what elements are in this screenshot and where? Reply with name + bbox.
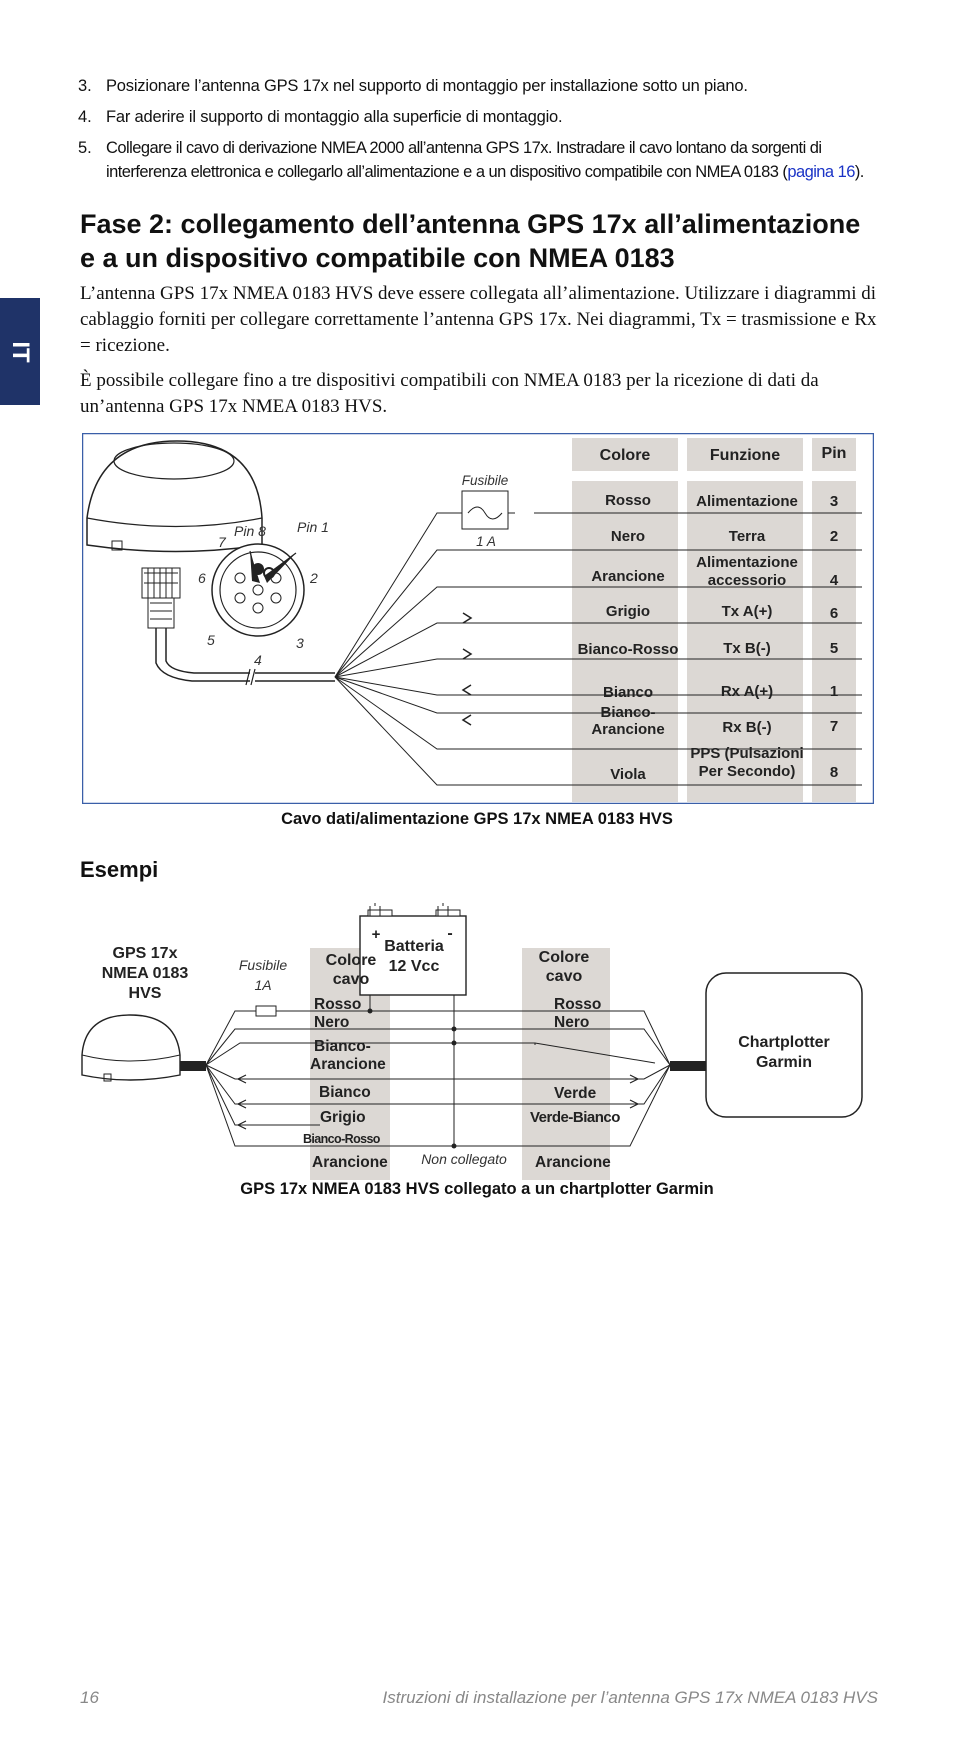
left-col-header: cavo — [333, 971, 370, 988]
left-color: Rosso — [314, 996, 361, 1013]
right-color: Verde-Bianco — [530, 1109, 620, 1126]
row-pin: 2 — [830, 528, 838, 545]
row-function: Rx A(+) — [721, 683, 773, 700]
row-function: Alimentazione — [696, 493, 798, 510]
row-function: accessorio — [708, 572, 786, 589]
wires — [205, 995, 671, 1147]
intro-paragraph: L’antenna GPS 17x NMEA 0183 HVS deve ess… — [80, 283, 877, 356]
battery-minus: - — [447, 925, 452, 942]
row-color: Arancione — [591, 721, 664, 738]
fuse-value: 1 A — [476, 534, 496, 549]
right-color: Arancione — [535, 1154, 611, 1171]
device-label: NMEA 0183 — [102, 965, 189, 982]
step-5: 5. Collegare il cavo di derivazione NMEA… — [78, 139, 864, 181]
chartplotter-garmin — [705, 972, 863, 1118]
row-color: Bianco- — [600, 704, 655, 721]
page-number: 16 — [80, 1688, 99, 1707]
right-color: Verde — [554, 1085, 597, 1102]
chartplotter-label: Garmin — [756, 1054, 812, 1071]
pin6-label: 6 — [198, 570, 206, 586]
pin2-label: 2 — [309, 570, 318, 586]
row-color: Bianco-Rosso — [578, 641, 679, 658]
row-color: Viola — [610, 766, 646, 783]
row-pin: 3 — [830, 493, 838, 510]
left-col-header: Colore — [326, 952, 377, 969]
section-heading: Fase 2: collegamento dell’antenna GPS 17… — [80, 209, 861, 273]
row-color: Nero — [611, 528, 645, 545]
row-function: Tx B(-) — [723, 640, 771, 657]
left-color: Bianco- — [314, 1038, 371, 1055]
right-color-column-bg — [522, 948, 610, 1180]
battery — [359, 915, 467, 996]
row-color: Bianco — [603, 684, 653, 701]
row-function: Rx B(-) — [722, 719, 771, 736]
header-function: Funzione — [710, 447, 780, 464]
fuse-label: Fusibile — [239, 957, 287, 973]
installation-steps: 3. Posizionare l’antenna GPS 17x nel sup… — [78, 74, 878, 191]
pin5-label: 5 — [207, 632, 215, 648]
device-label: GPS 17x — [113, 945, 178, 962]
footer-title: Istruzioni di installazione per l’antenn… — [382, 1688, 878, 1707]
right-col-header: cavo — [546, 968, 583, 985]
function-column-bg — [687, 438, 803, 802]
right-color: Nero — [554, 1014, 589, 1031]
row-pin: 7 — [830, 718, 838, 735]
cable-pinout-diagram: Colore Funzione Pin Pin 8 Pin 1 7 — [82, 433, 874, 804]
antenna-base-icon — [111, 540, 123, 551]
device-label: HVS — [129, 985, 162, 1002]
diagram1-caption: Cavo dati/alimentazione GPS 17x NMEA 018… — [281, 810, 673, 828]
step-3: 3. Posizionare l’antenna GPS 17x nel sup… — [78, 77, 748, 95]
row-pin: 6 — [830, 605, 838, 622]
row-pin: 4 — [830, 572, 839, 589]
fuse-value: 1A — [254, 977, 271, 993]
devices-paragraph: È possibile collegare fino a tre disposi… — [80, 370, 819, 417]
row-function: Per Secondo) — [699, 763, 796, 780]
row-pin: 1 — [830, 683, 838, 700]
page-link[interactable]: pagina 16 — [787, 163, 855, 181]
battery-label: 12 Vcc — [389, 958, 440, 975]
header-pin: Pin — [822, 445, 847, 462]
row-pin: 8 — [830, 764, 838, 781]
row-function: Terra — [729, 528, 766, 545]
pin-column-bg — [812, 438, 856, 802]
row-function: Tx A(+) — [722, 603, 773, 620]
left-color: Bianco — [319, 1084, 371, 1101]
battery-label: Batteria — [384, 938, 444, 955]
row-function: PPS (Pulsazioni — [690, 745, 803, 762]
color-column-bg — [572, 438, 678, 802]
chartplotter-label: Chartplotter — [738, 1034, 830, 1051]
pin4-label: 4 — [254, 652, 262, 668]
row-color: Grigio — [606, 603, 650, 620]
row-function: Alimentazione — [696, 554, 798, 571]
examples-heading: Esempi — [80, 857, 159, 882]
pin1-label: Pin 1 — [297, 519, 329, 535]
right-color: Rosso — [554, 996, 601, 1013]
left-color: Nero — [314, 1014, 349, 1031]
step-4: 4. Far aderire il supporto di montaggio … — [78, 108, 563, 126]
row-color: Rosso — [605, 492, 651, 509]
left-color: Arancione — [310, 1056, 386, 1073]
row-color: Arancione — [591, 568, 664, 585]
example-wiring-diagram: GPS 17x NMEA 0183 HVS Fusibile 1A + - Ba… — [81, 903, 863, 1180]
wire-fan — [334, 512, 862, 786]
not-connected-label: Non collegato — [421, 1151, 507, 1167]
diagram2-caption: GPS 17x NMEA 0183 HVS collegato a un cha… — [240, 1180, 714, 1198]
left-color: Bianco-Rosso — [303, 1132, 381, 1146]
left-color: Arancione — [312, 1154, 388, 1171]
row-pin: 5 — [830, 640, 838, 657]
pin3-label: 3 — [296, 635, 304, 651]
left-color: Grigio — [320, 1109, 366, 1126]
pin8-label: Pin 8 — [234, 523, 266, 539]
pin7-label: 7 — [218, 534, 227, 550]
right-col-header: Colore — [539, 949, 590, 966]
battery-plus: + — [372, 926, 381, 943]
header-color: Colore — [600, 447, 651, 464]
gps-antenna — [81, 1014, 181, 1081]
language-tab: IT — [0, 298, 40, 405]
fuse-label: Fusibile — [462, 473, 509, 488]
